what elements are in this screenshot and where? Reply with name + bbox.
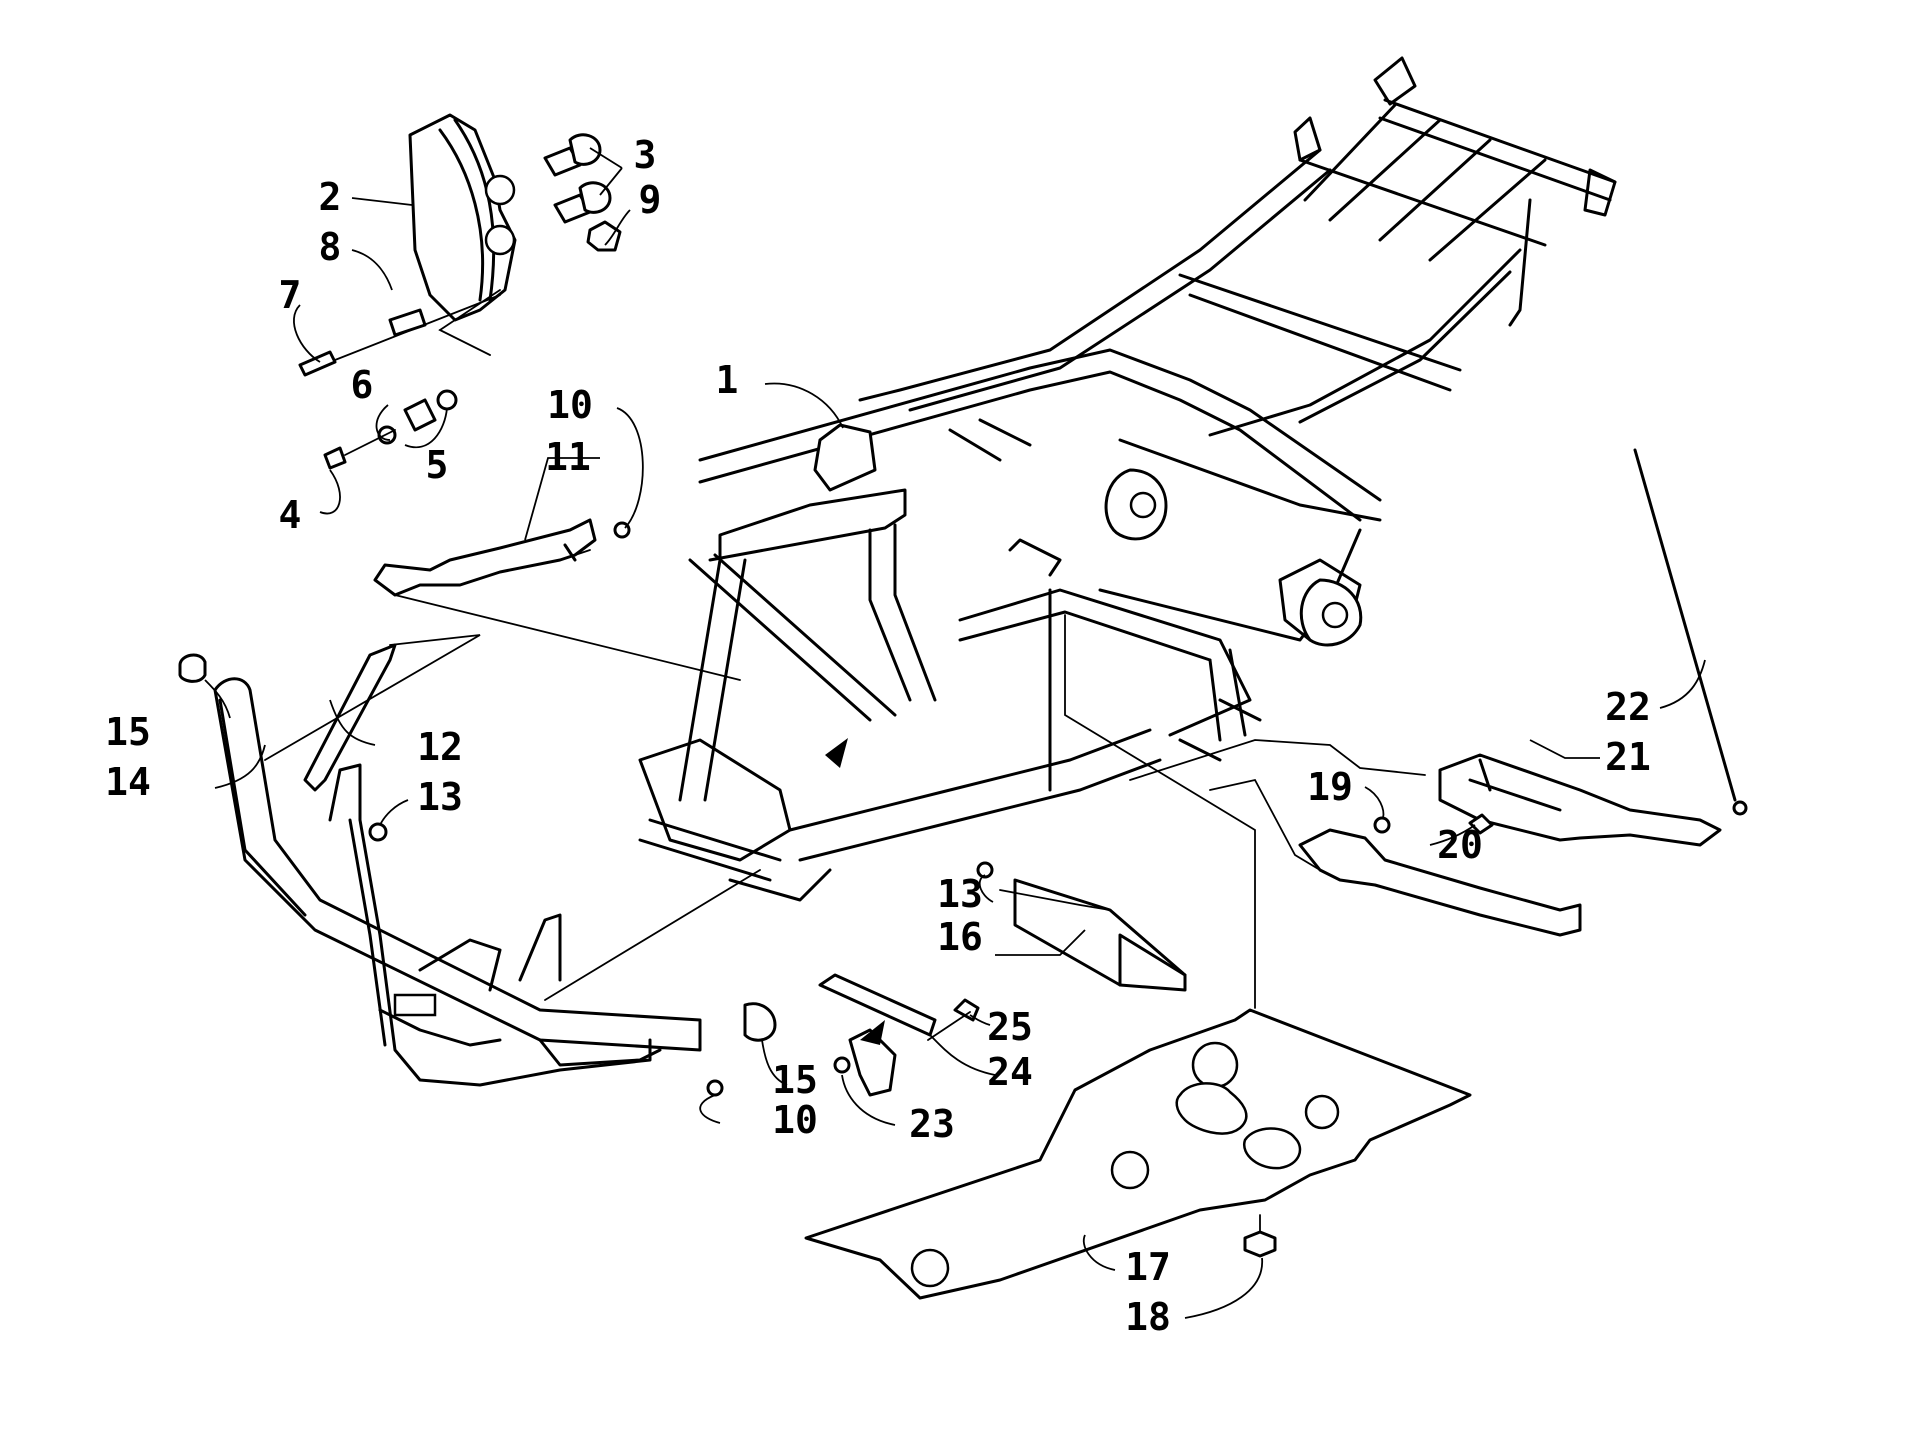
callout-8: 8 — [319, 225, 342, 269]
bulbs — [543, 133, 612, 224]
headlight-assembly — [408, 113, 517, 322]
callout-19: 19 — [1307, 765, 1353, 809]
callout-9: 9 — [639, 178, 662, 222]
callout-11: 11 — [545, 435, 591, 479]
callout-25: 25 — [987, 1005, 1033, 1049]
bracket-23-24-25 — [818, 973, 980, 1097]
callout-16: 16 — [937, 915, 983, 959]
socket-9 — [586, 220, 622, 252]
callout-12: 12 — [417, 725, 463, 769]
callout-13a: 13 — [417, 775, 463, 819]
callout-5: 5 — [426, 443, 449, 487]
end-caps — [178, 653, 777, 1042]
skid-plate-17 — [804, 1008, 1472, 1300]
callout-10a: 10 — [547, 383, 593, 427]
bolts-13-10 — [368, 521, 994, 1097]
main-frame — [638, 56, 1617, 902]
callout-14: 14 — [105, 760, 151, 804]
callout-21: 21 — [1605, 735, 1651, 779]
callout-labels: 1 2 3 4 5 6 7 8 9 10 10 11 12 13 13 14 1… — [105, 133, 1651, 1339]
callout-18: 18 — [1125, 1295, 1171, 1339]
callout-6: 6 — [351, 363, 374, 407]
callout-13b: 13 — [937, 872, 983, 916]
nut-18 — [1243, 1214, 1277, 1258]
callout-3: 3 — [634, 133, 657, 177]
front-bracket-11 — [373, 518, 597, 597]
callout-24: 24 — [987, 1050, 1033, 1094]
callout-15a: 15 — [105, 710, 151, 754]
callout-20: 20 — [1437, 823, 1483, 867]
adjuster-hardware — [298, 294, 501, 470]
callout-7: 7 — [279, 273, 302, 317]
rod-22 — [1633, 448, 1748, 816]
callout-1: 1 — [716, 358, 739, 402]
rear-footrest-21 — [1298, 753, 1722, 937]
callout-2: 2 — [319, 175, 342, 219]
block-16 — [1013, 878, 1187, 992]
callout-17: 17 — [1125, 1245, 1171, 1289]
fasteners-19-20 — [1373, 813, 1494, 835]
callout-4: 4 — [279, 493, 302, 537]
frame-arrow-marker — [825, 738, 848, 768]
leader-lines — [204, 147, 1706, 1319]
callout-10b: 10 — [772, 1098, 818, 1142]
callout-23: 23 — [909, 1102, 955, 1146]
callout-15b: 15 — [772, 1058, 818, 1102]
callout-22: 22 — [1605, 685, 1651, 729]
front-bumper — [213, 677, 702, 1087]
